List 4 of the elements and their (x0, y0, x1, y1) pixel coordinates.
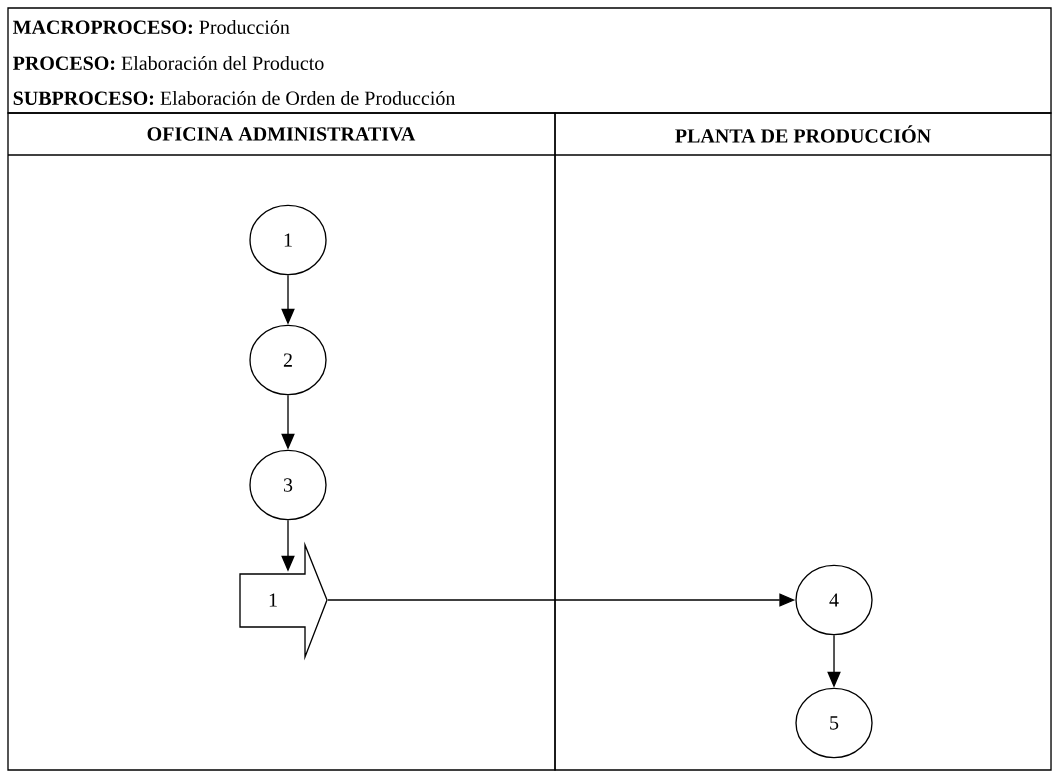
off-page-connector: 1 (239, 541, 328, 661)
header-text: MACROPROCESO: Producción (13, 19, 290, 35)
header-text: PROCESO: Elaboración del Producto (13, 55, 324, 71)
header-text: SUBPROCESO: Elaboración de Orden de Producción (13, 90, 456, 106)
